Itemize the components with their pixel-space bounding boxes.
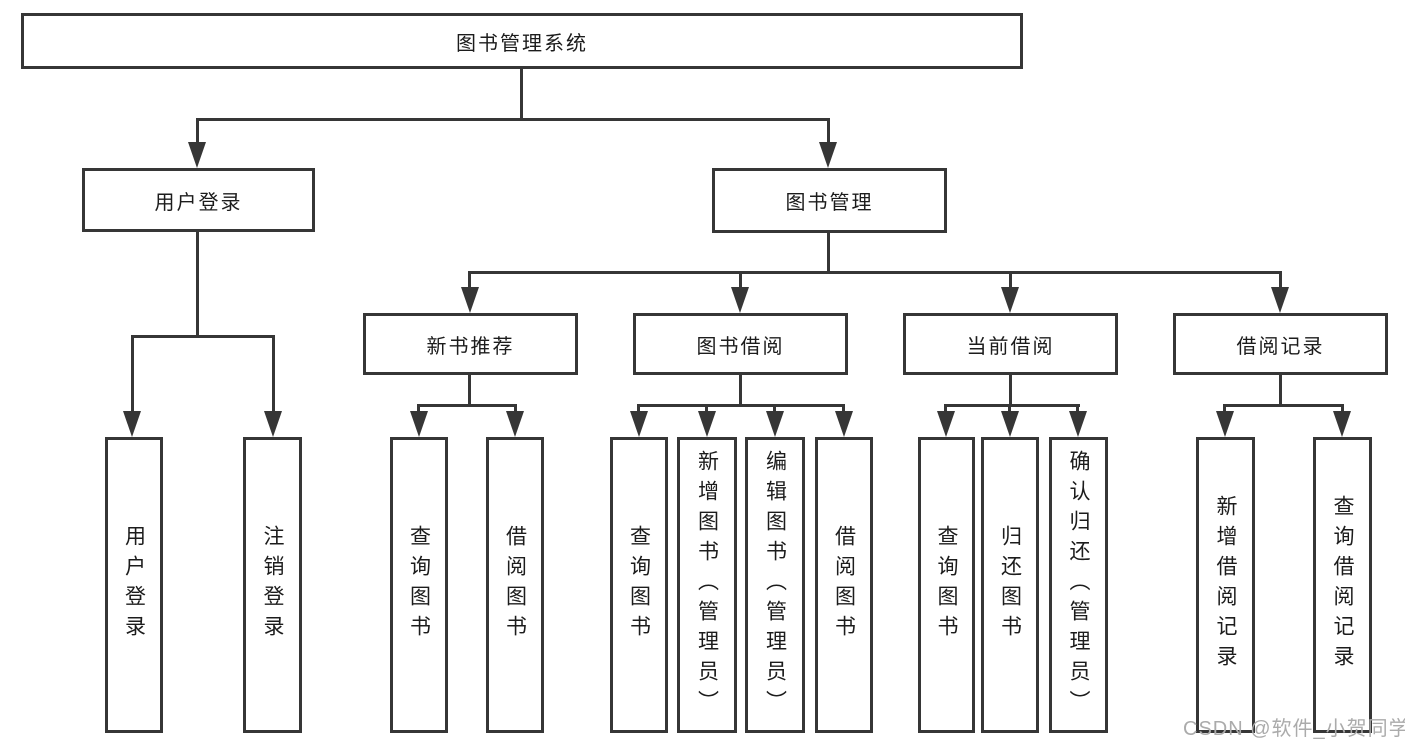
arrowhead-down-icon [937, 411, 955, 437]
node-user-login: 用户登录 [82, 168, 315, 232]
arrowhead-down-icon [819, 142, 837, 168]
leaf-borrow-books-recommend: 借阅图书 [486, 437, 544, 733]
leaf-query-books-borrowing: 查询图书 [610, 437, 668, 733]
leaf-add-book-admin: 新增图书（管理员） [677, 437, 737, 733]
connector-line [468, 375, 471, 407]
connector-line [705, 404, 708, 415]
connector-line [739, 375, 742, 407]
node-book-borrowing: 图书借阅 [633, 313, 848, 375]
arrowhead-down-icon [766, 411, 784, 437]
connector-line [514, 404, 517, 415]
connector-line [739, 271, 742, 291]
leaf-return-books: 归还图书 [981, 437, 1039, 733]
connector-line [196, 118, 199, 146]
connector-line [196, 232, 199, 336]
leaf-add-borrow-record-label: 新增借阅记录 [1214, 495, 1237, 675]
arrowhead-down-icon [506, 411, 524, 437]
connector-line [1008, 404, 1011, 415]
node-library-management-system: 图书管理系统 [21, 13, 1023, 69]
arrowhead-down-icon [123, 411, 141, 437]
leaf-query-borrow-record: 查询借阅记录 [1313, 437, 1372, 733]
arrowhead-down-icon [1333, 411, 1351, 437]
connector-line [468, 271, 471, 291]
connector-line [1076, 404, 1079, 415]
leaf-user-login: 用户登录 [105, 437, 163, 733]
leaf-borrow-books-borrowing: 借阅图书 [815, 437, 873, 733]
leaf-logout-label: 注销登录 [261, 525, 284, 645]
arrowhead-down-icon [1271, 287, 1289, 313]
connector-line [417, 404, 420, 415]
leaf-return-books-label: 归还图书 [998, 525, 1022, 645]
connector-line [1009, 271, 1012, 291]
arrowhead-down-icon [264, 411, 282, 437]
connector-line [842, 404, 845, 415]
node-current-borrowing: 当前借阅 [903, 313, 1118, 375]
leaf-add-book-admin-label: 新增图书（管理员） [695, 450, 719, 720]
connector-line [417, 404, 517, 407]
connector-line [1279, 375, 1282, 407]
connector-line [1279, 271, 1282, 291]
arrowhead-down-icon [1001, 287, 1019, 313]
connector-line [1009, 375, 1012, 407]
csdn-watermark: CSDN @软件_小贺同学 [1183, 718, 1405, 740]
arrowhead-down-icon [1069, 411, 1087, 437]
arrowhead-down-icon [461, 287, 479, 313]
connector-line [637, 404, 845, 407]
leaf-user-login-label: 用户登录 [122, 525, 146, 645]
leaf-edit-book-admin-label: 编辑图书（管理员） [763, 450, 787, 720]
connector-line [272, 335, 275, 415]
connector-line [1223, 404, 1226, 415]
connector-line [827, 233, 830, 273]
leaf-query-books-borrowing-label: 查询图书 [627, 525, 651, 645]
arrowhead-down-icon [410, 411, 428, 437]
arrowhead-down-icon [698, 411, 716, 437]
arrowhead-down-icon [731, 287, 749, 313]
arrowhead-down-icon [188, 142, 206, 168]
leaf-edit-book-admin: 编辑图书（管理员） [745, 437, 805, 733]
leaf-add-borrow-record: 新增借阅记录 [1196, 437, 1255, 733]
connector-line [944, 404, 947, 415]
leaf-borrow-books-recommend-label: 借阅图书 [503, 525, 527, 645]
connector-line [827, 118, 830, 146]
leaf-query-books-current-label: 查询图书 [935, 525, 958, 645]
connector-line [1341, 404, 1344, 415]
connector-line [196, 118, 830, 121]
connector-line [773, 404, 776, 415]
leaf-query-books-recommend-label: 查询图书 [407, 525, 431, 645]
leaf-confirm-return-admin-label: 确认归还（管理员） [1067, 450, 1090, 720]
connector-line [468, 271, 1282, 274]
leaf-borrow-books-borrowing-label: 借阅图书 [832, 525, 856, 645]
connector-line [520, 69, 523, 119]
leaf-logout: 注销登录 [243, 437, 302, 733]
leaf-confirm-return-admin: 确认归还（管理员） [1049, 437, 1108, 733]
node-borrowing-records: 借阅记录 [1173, 313, 1388, 375]
arrowhead-down-icon [630, 411, 648, 437]
leaf-query-books-recommend: 查询图书 [390, 437, 448, 733]
arrowhead-down-icon [835, 411, 853, 437]
node-book-management: 图书管理 [712, 168, 947, 233]
connector-line [131, 335, 275, 338]
connector-line [637, 404, 640, 415]
leaf-query-books-current: 查询图书 [918, 437, 975, 733]
arrowhead-down-icon [1216, 411, 1234, 437]
connector-line [1223, 404, 1344, 407]
leaf-query-borrow-record-label: 查询借阅记录 [1331, 495, 1354, 675]
connector-line [131, 335, 134, 415]
arrowhead-down-icon [1001, 411, 1019, 437]
connector-line [944, 404, 1080, 407]
node-new-book-recommend: 新书推荐 [363, 313, 578, 375]
